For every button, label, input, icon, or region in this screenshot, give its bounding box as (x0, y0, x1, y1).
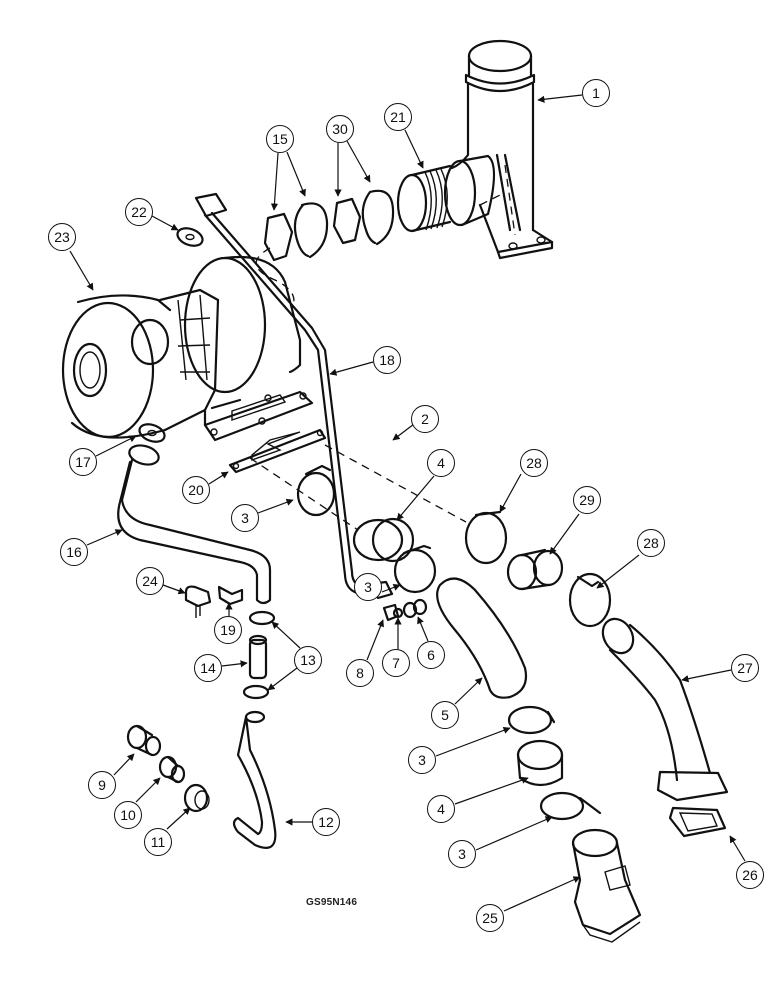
callout-3c[interactable]: 3 (408, 746, 436, 774)
air-intake-elbow (450, 39, 554, 260)
turbo-gasket (228, 428, 327, 474)
crossover-tube (601, 617, 729, 838)
callout-5[interactable]: 5 (431, 701, 459, 729)
upper-clamps-sleeves (296, 464, 437, 594)
callout-11[interactable]: 11 (144, 828, 172, 856)
callout-16[interactable]: 16 (60, 538, 88, 566)
callout-28b[interactable]: 28 (637, 529, 665, 557)
callout-4a[interactable]: 4 (427, 449, 455, 477)
callout-27[interactable]: 27 (731, 654, 759, 682)
callout-2[interactable]: 2 (411, 405, 439, 433)
callout-13[interactable]: 13 (294, 646, 322, 674)
oil-supply-line (194, 192, 394, 600)
callout-30[interactable]: 30 (326, 115, 354, 143)
callout-22[interactable]: 22 (125, 198, 153, 226)
callout-14[interactable]: 14 (194, 654, 222, 682)
intake-manifold-elbow (571, 828, 642, 943)
callout-17[interactable]: 17 (69, 448, 97, 476)
drain-hose (232, 710, 277, 849)
callout-3b[interactable]: 3 (354, 573, 382, 601)
callout-1[interactable]: 1 (582, 79, 610, 107)
callout-3d[interactable]: 3 (448, 840, 476, 868)
callout-12[interactable]: 12 (312, 808, 340, 836)
v-band-clamps-coupling (464, 510, 612, 628)
callout-25[interactable]: 25 (476, 904, 504, 932)
line-fittings (382, 598, 428, 622)
small-fittings (126, 724, 210, 813)
callout-10[interactable]: 10 (114, 801, 142, 829)
callout-8[interactable]: 8 (346, 659, 374, 687)
oil-drain-tube (117, 444, 272, 605)
callout-19[interactable]: 19 (214, 616, 242, 644)
callout-18[interactable]: 18 (373, 346, 401, 374)
callout-15[interactable]: 15 (266, 125, 294, 153)
callout-26[interactable]: 26 (736, 861, 764, 889)
seal-rings (255, 189, 395, 309)
callout-24[interactable]: 24 (136, 567, 164, 595)
callout-4b[interactable]: 4 (427, 795, 455, 823)
callout-21[interactable]: 21 (384, 103, 412, 131)
turbocharger (61, 256, 314, 442)
callout-29[interactable]: 29 (573, 486, 601, 514)
gaskets (138, 227, 204, 443)
lower-clamps-sleeve (507, 705, 602, 821)
callout-3a[interactable]: 3 (231, 504, 259, 532)
callout-20[interactable]: 20 (182, 476, 210, 504)
hump-hose (396, 154, 496, 233)
figure-reference-code: GS95N146 (306, 897, 358, 908)
intake-hose (436, 577, 528, 699)
drain-tube-fittings (242, 610, 276, 700)
clip-and-bracket (184, 585, 244, 618)
callout-9[interactable]: 9 (88, 771, 116, 799)
callout-6[interactable]: 6 (417, 641, 445, 669)
leader-lines (69, 94, 746, 912)
callout-28a[interactable]: 28 (520, 449, 548, 477)
callout-23[interactable]: 23 (48, 223, 76, 251)
callout-7[interactable]: 7 (382, 649, 410, 677)
alignment-lines (249, 444, 467, 531)
